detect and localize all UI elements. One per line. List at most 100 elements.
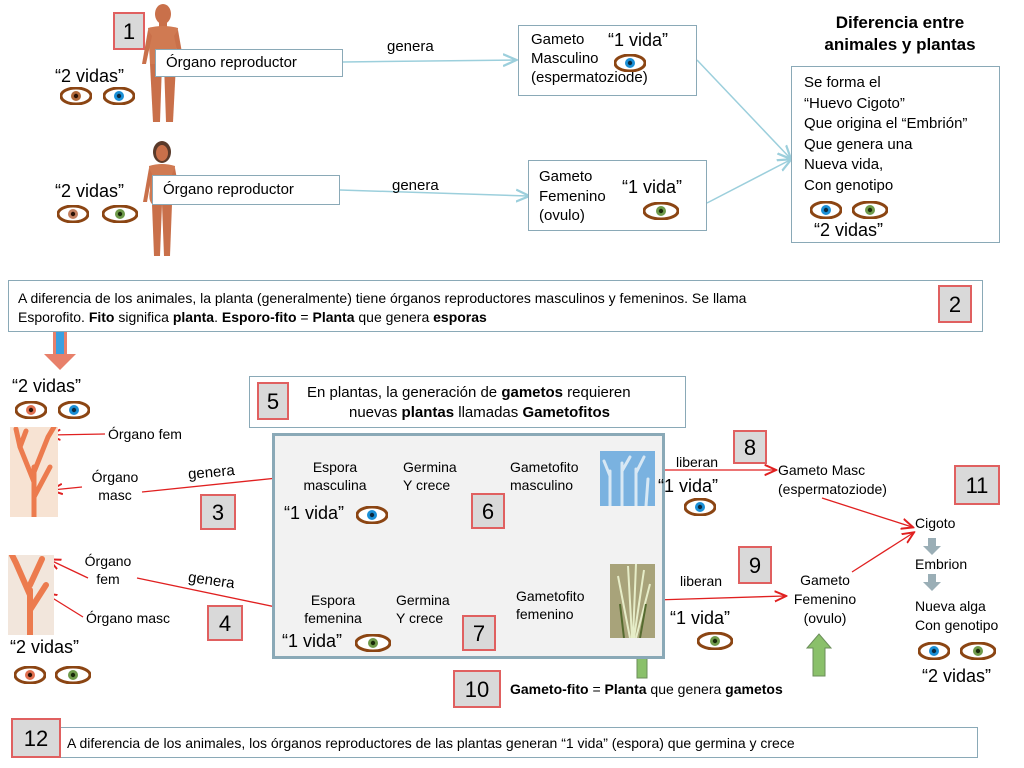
genera-label-1: genera: [187, 461, 236, 484]
step-number-6: 6: [471, 493, 505, 529]
male-gamete-line3: (espermatoziode): [531, 69, 648, 86]
female-organ-label: Órgano reproductor: [163, 181, 294, 198]
step-number-4: 4: [207, 605, 243, 641]
algae-sporophyte-top-image: [10, 427, 58, 517]
plant-top-eye-brown-icon: [14, 400, 48, 420]
zygote-eye-green-icon: [851, 200, 889, 220]
female-gamete-line2: Femenino: [539, 187, 606, 205]
step-number-9: 9: [738, 546, 772, 584]
conclusion-box: A diferencia de los animales, los órgano…: [60, 727, 978, 758]
organo-fem-label-top: Órgano fem: [108, 426, 182, 442]
zygote-line6: Con genotipo: [804, 176, 894, 194]
arrow-embrion-alga: [923, 574, 941, 591]
arrow-cigoto-embrion: [923, 538, 941, 555]
gametophyte-male-image: [600, 451, 655, 506]
female-gamete-box: Gameto Femenino (ovulo): [528, 160, 707, 231]
female-genera-label: genera: [392, 177, 439, 194]
male-gamete-one-life: “1 vida”: [608, 30, 669, 50]
male-gamete-line2: Masculino: [531, 50, 599, 67]
plant-bottom-eye-green-icon: [54, 665, 92, 685]
step-number-3: 3: [200, 494, 236, 530]
female-gamete-line3: (ovulo): [539, 207, 585, 224]
algae-sporophyte-bottom-image: [8, 555, 54, 635]
male-genera-label: genera: [387, 38, 434, 55]
arrow-down-big: [44, 330, 76, 370]
zygote-eye-blue-icon: [809, 200, 843, 220]
female-two-lives-label: “2 vidas”: [55, 181, 125, 201]
female-eye-brown-icon: [56, 204, 90, 224]
arrow-liberan-2: [654, 596, 785, 600]
liberan-label-2: liberan: [680, 573, 723, 589]
step-number-2: 2: [938, 285, 972, 323]
plant-two-lives-top: “2 vidas”: [12, 376, 82, 396]
diagram-title-line2: animales y plantas: [824, 35, 976, 54]
step-number-5: 5: [257, 382, 289, 420]
arrow-fem-to-cigoto: [851, 533, 913, 573]
female-gamete-eye-icon: [642, 201, 680, 221]
zygote-line4: Que genera una: [804, 135, 913, 153]
gameto-masc-label: Gameto Masc(espermatoziode): [778, 462, 887, 497]
step-number-10: 10: [453, 670, 501, 708]
diagram-title: Diferencia entre animales y plantas: [800, 12, 1000, 56]
gametophyte-female-image: [610, 564, 655, 638]
espora-masc-eye-icon: [355, 505, 389, 525]
male-gamete-eye-icon: [613, 53, 647, 73]
male-gamete-box: Gameto Masculino (espermatoziode): [518, 25, 697, 96]
male-eye-blue-icon: [102, 86, 136, 106]
liberan-label-1: liberan: [676, 454, 719, 470]
female-gamete-line1: Gameto: [539, 168, 593, 185]
zygote-two-lives: “2 vidas”: [814, 220, 884, 240]
espora-fem-eye-icon: [354, 633, 392, 653]
male-two-lives-label: “2 vidas”: [55, 66, 125, 86]
alga-eye-blue-icon: [917, 641, 951, 661]
female-eye-green-icon: [101, 204, 139, 224]
zygote-line1: Se forma el: [804, 74, 881, 91]
male-eye-brown-icon: [59, 86, 93, 106]
organo-masc-label-bottom: Órgano masc: [86, 610, 171, 626]
zygote-line2: “Huevo Cigoto”: [804, 94, 905, 112]
liberan-one-life-1: “1 vida”: [658, 476, 719, 496]
plant-bottom-eye-brown-icon: [13, 665, 47, 685]
female-gamete-one-life: “1 vida”: [622, 177, 683, 197]
gametophyte-intro-line1: En plantas, la generación de gametos req…: [307, 384, 631, 401]
step-number-8: 8: [733, 430, 767, 464]
step-number-1: 1: [113, 12, 145, 50]
gametophyte-definition: Gameto-fito = Planta que genera gametos: [510, 681, 783, 697]
embrion-label: Embrion: [915, 556, 968, 572]
alga-two-lives: “2 vidas”: [922, 666, 992, 686]
plant-top-eye-blue-icon: [57, 400, 91, 420]
sporophyte-note-box: A diferencia de los animales, la planta …: [8, 280, 983, 332]
arrow-up-gameto-fem: [805, 633, 833, 677]
liberan-one-life-2: “1 vida”: [670, 608, 731, 628]
gametophyte-intro-box: En plantas, la generación de gametos req…: [249, 376, 686, 428]
espora-fem-one-life: “1 vida”: [282, 631, 343, 651]
conclusion-text: A diferencia de los animales, los órgano…: [67, 735, 795, 751]
arrow-female-to-zygote: [706, 160, 790, 204]
genera-label-2: genera: [187, 568, 236, 593]
liberan-eye-blue-icon: [683, 497, 717, 517]
cigoto-label: Cigoto: [915, 515, 956, 531]
male-figure-image: [142, 4, 184, 122]
sporophyte-note-line1: A diferencia de los animales, la planta …: [18, 290, 747, 306]
male-gamete-line1: Gameto: [531, 31, 585, 48]
espora-masc-one-life: “1 vida”: [284, 503, 345, 523]
female-organ-box: Órgano reproductor: [152, 175, 340, 205]
alga-eye-green-icon: [959, 641, 997, 661]
arrow-masc-to-cigoto: [821, 497, 912, 527]
diagram-title-line1: Diferencia entre: [835, 13, 965, 32]
step-number-7: 7: [462, 615, 496, 651]
step-number-11: 11: [954, 465, 1000, 505]
step-number-12: 12: [11, 718, 61, 758]
gametophyte-intro-line2: nuevas plantas llamadas Gametofitos: [349, 404, 610, 421]
zygote-line5: Nueva vida,: [804, 156, 884, 173]
male-organ-label: Órgano reproductor: [166, 54, 297, 71]
plant-two-lives-bottom: “2 vidas”: [10, 637, 80, 657]
